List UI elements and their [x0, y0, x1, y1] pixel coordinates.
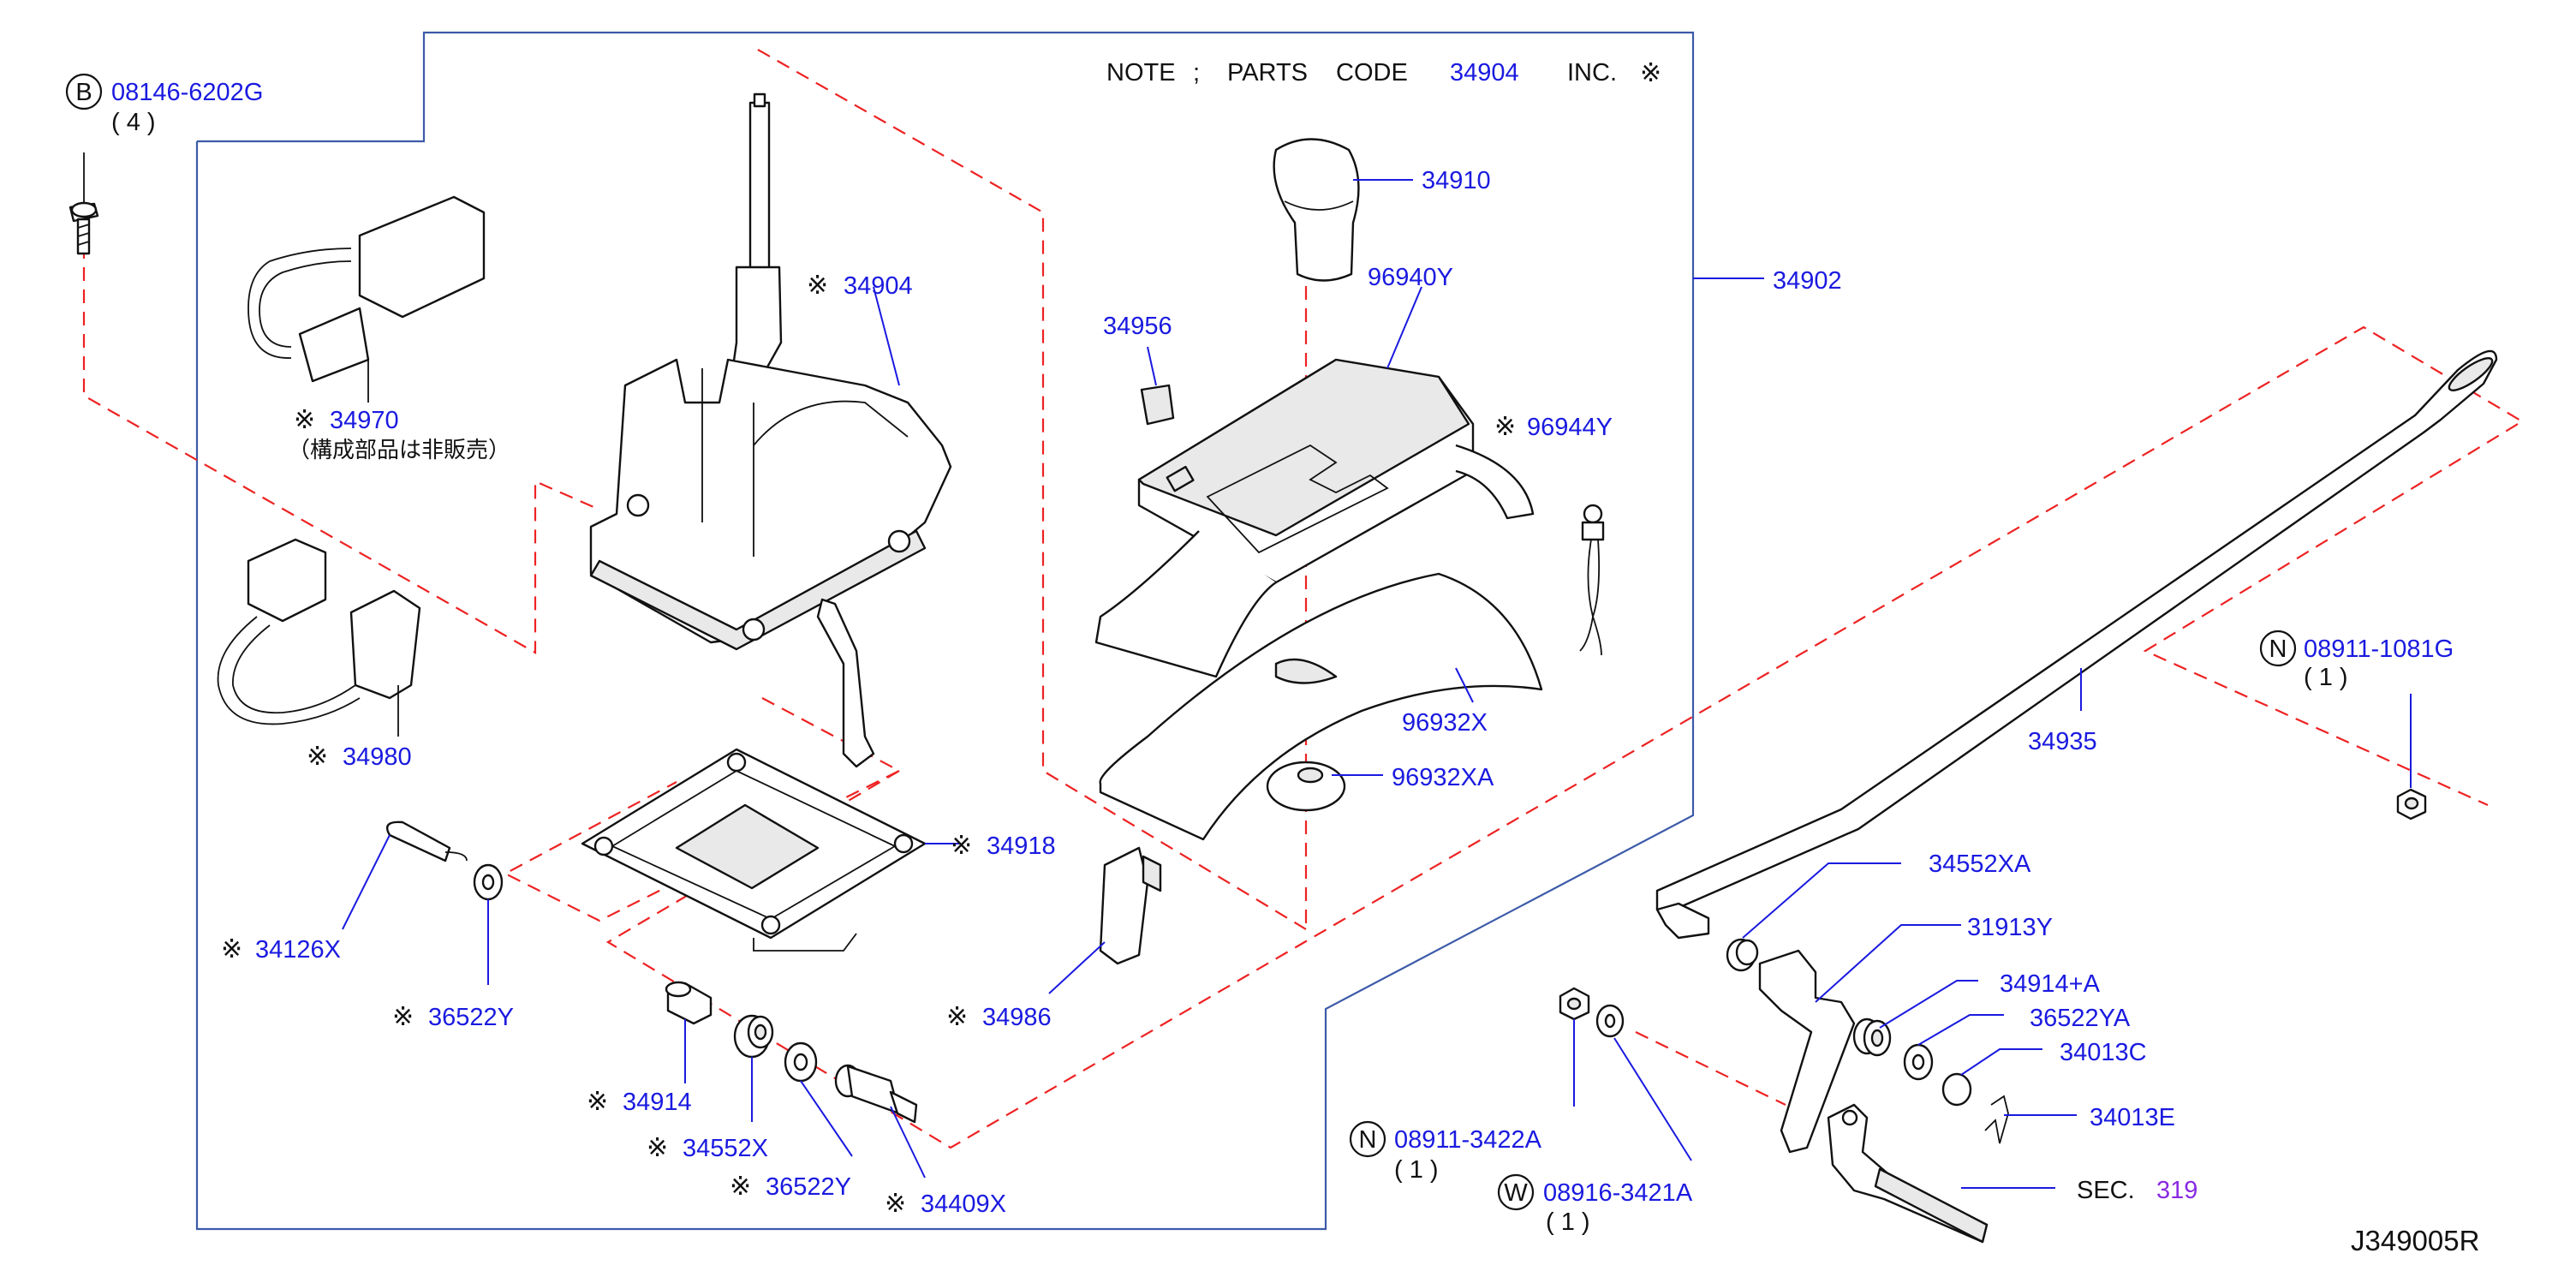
label-34914[interactable]: 34914: [623, 1089, 692, 1116]
label-36522YA[interactable]: 36522YA: [2030, 1005, 2131, 1032]
bushing-34552XA-drawing: [1726, 938, 1759, 972]
label-34956[interactable]: 34956: [1103, 313, 1172, 340]
asterisk-34409X: ※: [885, 1190, 906, 1218]
leader-lines: [342, 179, 2412, 1189]
plate-96932XA-drawing: [1266, 761, 1346, 812]
label-34409X[interactable]: 34409X: [921, 1190, 1006, 1218]
note-code: CODE: [1336, 59, 1408, 87]
washer-symbol-letter: W: [1504, 1179, 1528, 1207]
jp-note-not-sold: （構成部品は非販売）: [288, 437, 510, 462]
assembly-frame: [195, 31, 1695, 1231]
lever-31913Y-drawing: [1758, 949, 1856, 1154]
nut-symbol-circle-2: [1349, 1120, 1386, 1158]
note-prefix: NOTE: [1106, 59, 1176, 87]
dashed-guide-lines: [82, 49, 2525, 1149]
bushing-34914-drawing: [665, 981, 713, 1025]
label-34918[interactable]: 34918: [987, 832, 1056, 860]
asterisk-96944Y: ※: [1494, 413, 1516, 441]
qty-08916-3421A: ( 1 ): [1546, 1208, 1590, 1236]
bushing-34914A-drawing: [1852, 1017, 1892, 1057]
label-08911-3422A[interactable]: 08911-3422A: [1394, 1126, 1542, 1154]
part-34956-drawing: [1140, 384, 1175, 426]
label-34910[interactable]: 34910: [1422, 167, 1491, 194]
connector-34970-drawing: [247, 195, 486, 403]
label-34552X[interactable]: 34552X: [683, 1135, 768, 1162]
note-separator: ;: [1193, 59, 1200, 87]
clip-34013E-drawing: [1984, 1095, 2009, 1144]
qty-08911-3422A: ( 1 ): [1394, 1156, 1439, 1184]
bulb-96944Y-drawing: [1579, 504, 1605, 656]
asterisk-34126X: ※: [221, 935, 242, 964]
indicator-96940Y-drawing: [1094, 358, 1535, 678]
gasket-34918-drawing: [581, 748, 927, 952]
label-34980[interactable]: 34980: [343, 743, 412, 771]
switch-34986-drawing: [1099, 846, 1162, 965]
asterisk-34970: ※: [294, 406, 315, 434]
bolt-symbol-circle: [65, 73, 103, 110]
asterisk-34986: ※: [946, 1003, 968, 1031]
bolt-symbol-letter: B: [75, 79, 92, 106]
asterisk-34552X: ※: [647, 1134, 668, 1162]
washer-36522Y-drawing: [784, 1041, 818, 1083]
label-31913Y[interactable]: 31913Y: [1967, 914, 2053, 941]
label-34126X[interactable]: 34126X: [255, 936, 341, 964]
label-34986[interactable]: 34986: [982, 1004, 1052, 1031]
label-34552XA[interactable]: 34552XA: [1929, 850, 2031, 878]
note-asterisk-symbol: ※: [1640, 59, 1661, 87]
shifter-base-34904-drawing: [589, 92, 952, 768]
nut-08911-1081G-drawing: [2396, 788, 2427, 820]
asterisk-34918: ※: [951, 832, 972, 860]
label-34904[interactable]: 34904: [844, 272, 913, 300]
connector-34980-drawing: [217, 538, 421, 737]
label-36522Y-top[interactable]: 36522Y: [428, 1004, 514, 1031]
label-08911-1081G[interactable]: 08911-1081G: [2304, 636, 2454, 663]
qty-08146-6202G: ( 4 ): [111, 109, 156, 136]
washer-34013C-drawing: [1941, 1072, 1972, 1107]
label-34970[interactable]: 34970: [330, 407, 399, 434]
label-08916-3421A[interactable]: 08916-3421A: [1543, 1179, 1693, 1207]
pin-34126X-drawing: [385, 820, 468, 862]
note-inc: INC.: [1567, 59, 1617, 87]
asterisk-36522Y: ※: [730, 1173, 751, 1201]
washer-08916-3421A-drawing: [1595, 1004, 1625, 1038]
knob-34910-drawing: [1273, 138, 1360, 282]
asterisk-36522Y-top: ※: [392, 1003, 414, 1031]
label-96940Y[interactable]: 96940Y: [1368, 264, 1453, 291]
asterisk-34904: ※: [807, 272, 828, 300]
bushing-34552X-drawing: [733, 1014, 774, 1059]
label-34935[interactable]: 34935: [2028, 728, 2097, 755]
bolt-08146-6202G-drawing: [69, 152, 99, 255]
label-96932XA[interactable]: 96932XA: [1392, 764, 1494, 791]
rod-34935-drawing: [1655, 349, 2498, 940]
label-34914A[interactable]: 34914+A: [2000, 970, 2101, 998]
section-ref-319[interactable]: 319: [2156, 1177, 2197, 1204]
washer-symbol-circle: [1497, 1173, 1535, 1211]
nut-symbol-circle-1: [2259, 630, 2297, 667]
diagram-id: J349005R: [2351, 1225, 2479, 1256]
boot-96932X-drawing: [1099, 572, 1543, 841]
washer-36522YA-drawing: [1903, 1043, 1934, 1081]
nut-symbol-letter-1: N: [2269, 636, 2287, 663]
label-34902[interactable]: 34902: [1773, 267, 1842, 295]
label-96932X[interactable]: 96932X: [1402, 709, 1488, 737]
section-ref-prefix: SEC.: [2077, 1177, 2135, 1204]
note-parts: PARTS: [1227, 59, 1308, 87]
label-34013C[interactable]: 34013C: [2060, 1039, 2147, 1066]
label-36522Y[interactable]: 36522Y: [766, 1173, 851, 1201]
note-code-number: 34904: [1450, 59, 1519, 87]
nut-symbol-letter-2: N: [1359, 1126, 1377, 1154]
pin-34409X-drawing: [834, 1064, 918, 1124]
asterisk-34980: ※: [307, 743, 328, 771]
washer-36522Y-top-drawing: [473, 863, 504, 901]
note-header: NOTE ; PARTS CODE 34904 INC. ※: [1106, 59, 1661, 87]
asterisk-34914: ※: [587, 1088, 608, 1116]
qty-08911-1081G: ( 1 ): [2304, 664, 2348, 691]
label-08146-6202G[interactable]: 08146-6202G: [111, 79, 263, 106]
nut-08911-3422A-drawing: [1559, 987, 1590, 1021]
label-34013E[interactable]: 34013E: [2090, 1104, 2175, 1131]
shaft-sec-319-drawing: [1827, 1103, 1989, 1244]
label-96944Y[interactable]: 96944Y: [1527, 414, 1613, 441]
